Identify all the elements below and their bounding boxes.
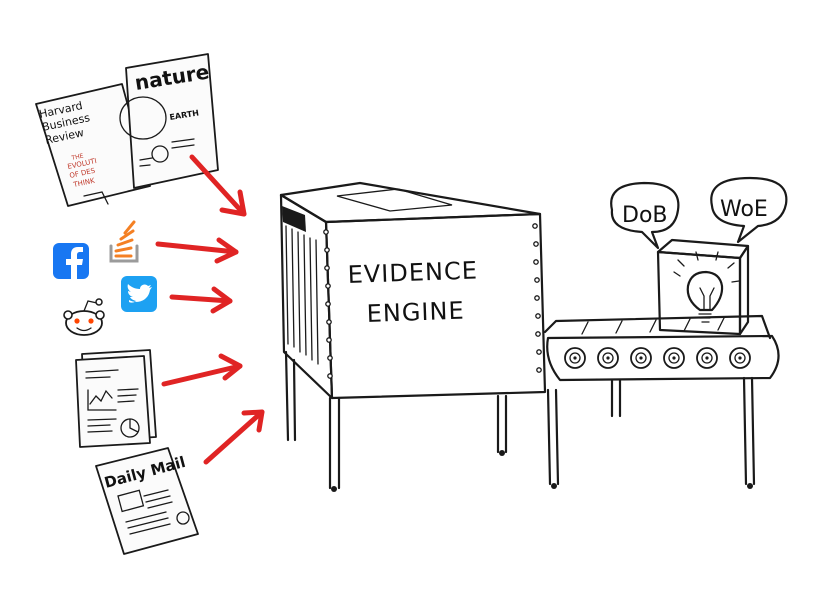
lightbulb-icon [673, 251, 740, 323]
bubble-woe-text: WoE [720, 197, 768, 222]
evidence-engine-machine: EVIDENCE ENGINE [279, 181, 560, 492]
input-arrows [155, 154, 265, 465]
twitter-icon [121, 276, 157, 312]
harvard-business-review-magazine: Harvard Business Review THE EVOLUTI OF D… [35, 83, 151, 207]
engine-label-line1: EVIDENCE [347, 256, 478, 289]
arrow-from-papers [161, 353, 243, 387]
arrow-from-magazines [189, 154, 247, 217]
bubble-dob-text: DoB [622, 203, 668, 228]
stackoverflow-icon [109, 220, 139, 263]
reddit-icon [63, 298, 105, 336]
daily-mail-newspaper: Daily Mail [95, 447, 199, 555]
arrow-from-stackoverflow [155, 237, 239, 264]
arrow-from-newspaper [203, 409, 265, 465]
hbr-headline-1: THE [70, 153, 84, 163]
research-papers [75, 349, 157, 448]
speech-bubble-dob: DoB [610, 181, 680, 250]
arrow-from-twitter [169, 286, 233, 314]
engine-label-line2: ENGINE [366, 297, 465, 328]
conveyor-belt [543, 314, 780, 489]
nature-magazine: nature EARTH [119, 53, 219, 189]
speech-bubble-woe: WoE [710, 176, 788, 244]
insight-box [656, 238, 750, 336]
facebook-icon [53, 243, 89, 279]
